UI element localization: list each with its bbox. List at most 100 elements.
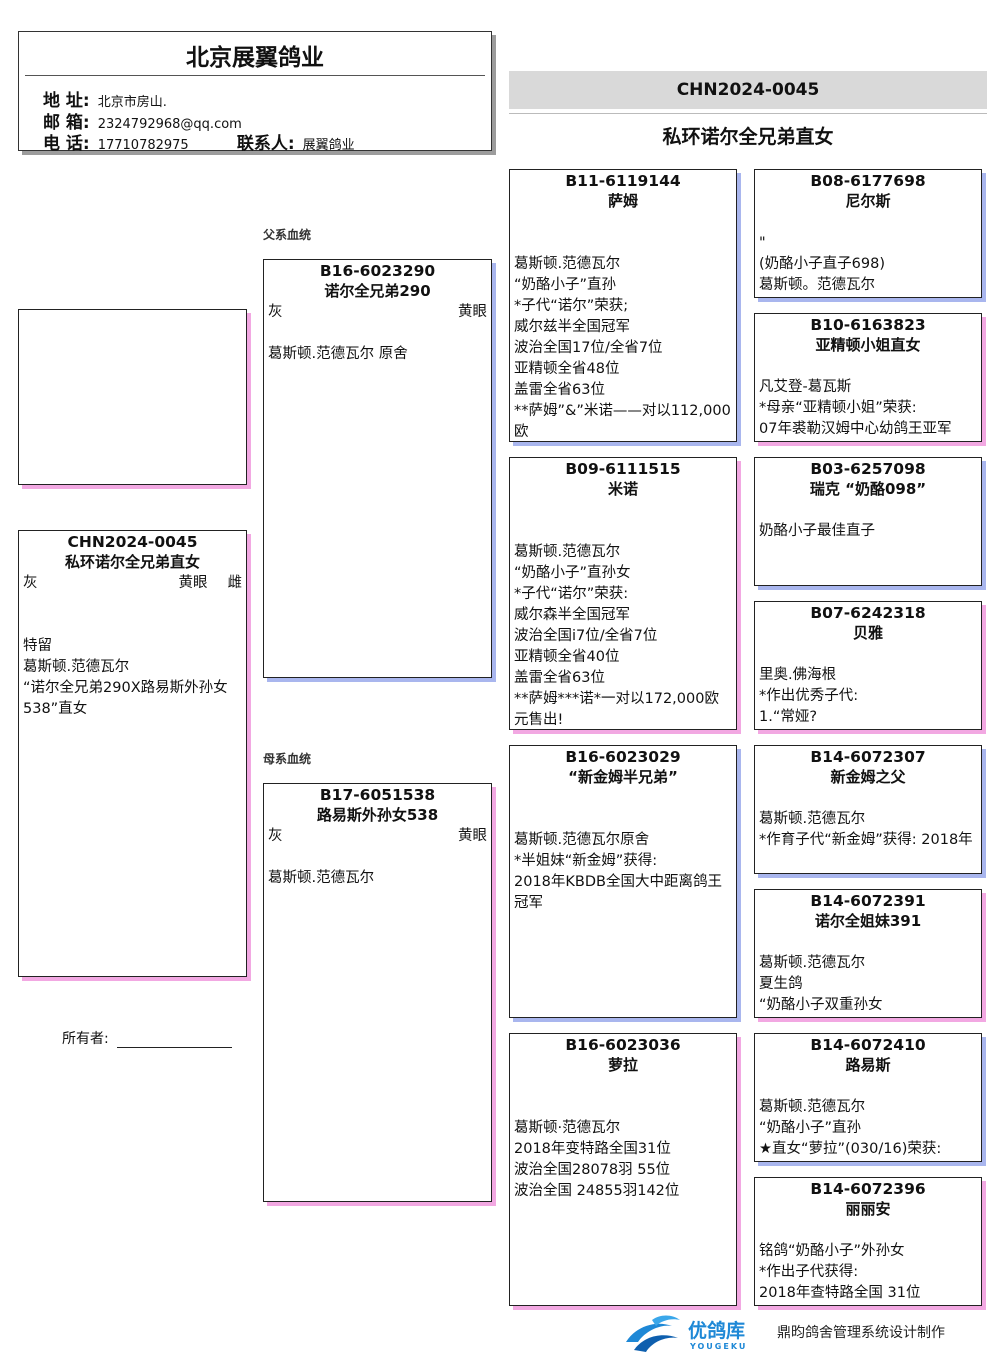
ancestor-ring: B16-6023036 [565, 1036, 681, 1054]
ancestor-ring: B09-6111515 [565, 460, 681, 478]
desc-line: 2018年变特路全国31位 [514, 1141, 671, 1157]
ring-divider [509, 113, 987, 114]
desc-line: *作出子代获得: [759, 1264, 859, 1280]
desc-line: “奶酪小子双重孙女 [759, 997, 883, 1013]
subject-description: 特留 葛斯顿.范德瓦尔 “诺尔全兄弟290X路易斯外孙女538”直女 [19, 594, 246, 720]
desc-line: 亚精顿全省40位 [514, 649, 620, 665]
brand-name: 优鸽库 [688, 1320, 746, 1342]
desc-line [514, 1097, 732, 1118]
subject-ring: CHN2024-0045 [67, 533, 198, 551]
email-row: 邮 箱:2324792968@qq.com [43, 108, 242, 133]
header-divider [25, 75, 485, 76]
desc-line [759, 212, 977, 233]
desc-line [514, 788, 732, 809]
ancestor-description: 葛斯顿.范德瓦尔 夏生鸽 “奶酪小子双重孙女 [755, 932, 981, 1016]
sire-description: 葛斯顿.范德瓦尔 原舍 [264, 323, 491, 365]
sire-meta: 灰 黄眼 [264, 302, 491, 323]
ancestor-ring: B14-6072307 [810, 748, 926, 766]
desc-line: *作育子代“新金姆”获得: 2018年 [759, 832, 973, 848]
desc-line: 07年裘勒汉姆中心幼鸽王亚军 [759, 421, 952, 437]
breeder-header: 北京展翼鸽业 地 址:北京市房山. 邮 箱:2324792968@qq.com … [18, 31, 492, 154]
desc-line: 葛斯顿.范德瓦尔 [514, 544, 621, 560]
desc-line: " [759, 235, 766, 251]
desc-line [759, 932, 977, 953]
dam-description: 葛斯顿.范德瓦尔 [264, 847, 491, 889]
owner-field: 所有者: [62, 1028, 232, 1048]
desc-line: 威尔森半全国冠军 [514, 607, 630, 623]
ancestor-name: 新金姆之父 [830, 768, 906, 786]
phone-value: 17710782975 [97, 138, 189, 153]
ancestor-description: 铭鸽“奶酪小子”外孙女 *作出子代获得: 2018年查特路全国 31位 [755, 1220, 981, 1304]
desc-line [514, 212, 732, 233]
ancestor-ring: B14-6072391 [810, 892, 926, 910]
desc-line: *母亲“亚精顿小姐”荣获: [759, 400, 917, 416]
desc-line: “奶酪小子”直孙 [759, 1120, 862, 1136]
phone-label: 电 话: [43, 134, 90, 154]
desc-line: *子代“诺尔”荣获; [514, 298, 629, 314]
dam-card: B17-6051538 路易斯外孙女538 灰 黄眼 葛斯顿.范德瓦尔 [263, 783, 492, 1202]
desc-line: “诺尔全兄弟290X路易斯外孙女538”直女 [23, 680, 228, 717]
address-label: 地 址: [43, 91, 90, 111]
desc-line: 2018年KBDB全国大中距离鸽王冠军 [514, 874, 722, 911]
sire-line-label: 父系血统 [263, 228, 312, 242]
desc-line: 葛斯顿。范德瓦尔 [759, 277, 875, 293]
ancestor-description: 葛斯顿.范德瓦尔原舍 *半姐妹“新金姆”获得: 2018年KBDB全国大中距离鸽… [510, 788, 736, 914]
desc-line: 威尔兹半全国冠军 [514, 319, 630, 335]
desc-line [23, 594, 242, 615]
desc-line [514, 521, 732, 542]
ancestor-name: 丽丽安 [845, 1200, 891, 1218]
desc-line: 凡艾登-葛瓦斯 [759, 379, 852, 395]
main-pigeon-title: 私环诺尔全兄弟直女 [662, 126, 834, 148]
ancestor-card-g3-5: B14-6072307 新金姆之父 葛斯顿.范德瓦尔 *作育子代“新金姆”获得:… [754, 745, 982, 874]
desc-line [514, 233, 732, 254]
owner-blank-line [116, 1047, 232, 1048]
sire-color: 灰 [268, 304, 283, 320]
desc-line: 盖雷全省63位 [514, 670, 605, 686]
ancestor-card-g3-4: B07-6242318 贝雅 里奥.佛海根 *作出优秀子代: 1.“常娅? [754, 601, 982, 730]
ancestor-description: 里奥.佛海根 *作出优秀子代: 1.“常娅? [755, 644, 981, 728]
ancestor-name: “新金姆半兄弟” [568, 768, 678, 786]
desc-line: “奶酪小子”直孙 [514, 277, 617, 293]
ancestor-card-g3-7: B14-6072410 路易斯 葛斯顿.范德瓦尔 “奶酪小子”直孙 ★直女“萝拉… [754, 1033, 982, 1162]
desc-line: 葛斯顿.范德瓦尔 [268, 870, 375, 886]
grandsire-maternal-card: B16-6023029 “新金姆半兄弟” 葛斯顿.范德瓦尔原舍 *半姐妹“新金姆… [509, 745, 737, 1018]
ancestor-description: 奶酪小子最佳直子 [755, 500, 981, 542]
desc-line [759, 500, 977, 521]
desc-line: ★直女“萝拉”(030/16)荣获: [759, 1141, 942, 1157]
dam-eye: 黄眼 [458, 828, 487, 844]
ancestor-description: " (奶酪小子直子698) 葛斯顿。范德瓦尔 [755, 212, 981, 296]
footer: 优鸽库 YOUGEKU 鼎昀鸽舍管理系统设计制作 [622, 1312, 992, 1356]
desc-line [759, 644, 977, 665]
ancestor-card-g3-1: B08-6177698 尼尔斯 " (奶酪小子直子698) 葛斯顿。范德瓦尔 [754, 169, 982, 298]
desc-line: **萨姆***诺*一对以172,000欧元售出! [514, 691, 719, 728]
desc-line: 波治全国28078羽 55位 [514, 1162, 671, 1178]
subject-eye: 黄眼 [178, 575, 208, 591]
ancestor-description: 凡艾登-葛瓦斯 *母亲“亚精顿小姐”荣获: 07年裘勒汉姆中心幼鸽王亚军 [755, 356, 981, 440]
desc-line: 葛斯顿.范德瓦尔 原舍 [268, 346, 408, 362]
ancestor-name: 尼尔斯 [845, 192, 891, 210]
ancestor-card-g3-8: B14-6072396 丽丽安 铭鸽“奶酪小子”外孙女 *作出子代获得: 201… [754, 1177, 982, 1306]
ancestor-name: 萨姆 [607, 192, 638, 210]
ancestor-name: 诺尔全姐妹391 [814, 912, 922, 930]
subject-name: 私环诺尔全兄弟直女 [64, 553, 200, 571]
ancestor-description: 葛斯顿.范德瓦尔 “奶酪小子”直孙 *子代“诺尔”荣获; 威尔兹半全国冠军 波治… [510, 212, 736, 441]
ancestor-name: 亚精顿小姐直女 [815, 336, 921, 354]
subject-color: 灰 [23, 575, 38, 591]
desc-line [268, 847, 487, 868]
desc-line [759, 788, 977, 809]
desc-line: 夏生鸽 [759, 976, 803, 992]
desc-line: 铭鸽“奶酪小子”外孙女 [759, 1243, 905, 1259]
ancestor-name: 瑞克 “奶酪098” [809, 480, 927, 498]
desc-line: *作出优秀子代: [759, 688, 859, 704]
ancestor-name: 路易斯 [845, 1056, 891, 1074]
sire-ring: B16-6023290 [319, 262, 436, 280]
main-ring-number: CHN2024-0045 [509, 71, 987, 109]
desc-line [759, 1076, 977, 1097]
desc-line: 葛斯顿·范德瓦尔 [514, 1120, 621, 1136]
ancestor-ring: B14-6072410 [810, 1036, 926, 1054]
desc-line: 2018年查特路全国 31位 [759, 1285, 921, 1301]
desc-line: 奶酪小子最佳直子 [759, 523, 875, 539]
desc-line: “奶酪小子”直孙女 [514, 565, 631, 581]
desc-line: 葛斯顿.范德瓦尔 [759, 1099, 866, 1115]
address-row: 地 址:北京市房山. [43, 86, 167, 111]
